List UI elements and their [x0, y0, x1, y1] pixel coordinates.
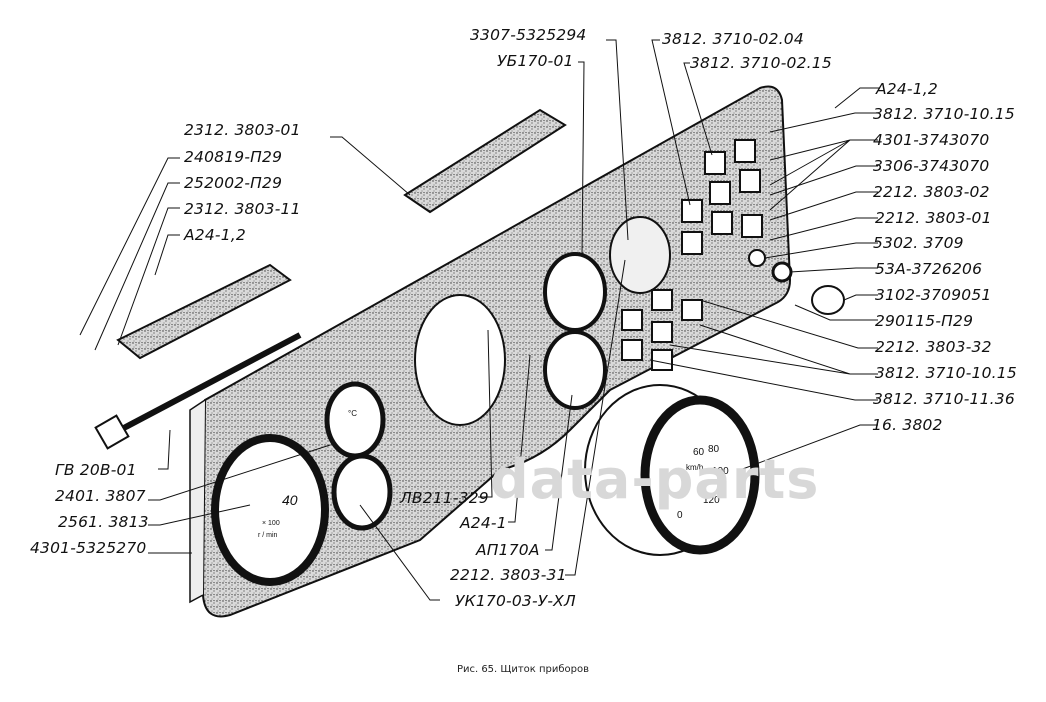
label-3812-3710-11-36: 3812. 3710-11.36 [873, 390, 1015, 408]
label-2212-3803-32: 2212. 3803-32 [875, 338, 992, 356]
switch-grid-top [681, 139, 763, 255]
label-3812-3710-02-15: 3812. 3710-02.15 [690, 54, 832, 72]
speedometer-unit: km/h [686, 463, 703, 472]
label-53a-3726206: 53А-3726206 [875, 260, 983, 278]
label-5302-3709: 5302. 3709 [873, 234, 964, 252]
label-gv-20v-01: ГВ 20В-01 [55, 461, 137, 479]
label-2312-3803-01: 2312. 3803-01 [184, 121, 301, 139]
speedometer-cable [118, 332, 302, 433]
watermark: data-parts [490, 448, 820, 511]
ub170-gauge [543, 252, 607, 332]
label-3812-3710-10-15-top: 3812. 3710-10.15 [873, 105, 1015, 123]
speedometer-bezel [640, 395, 760, 555]
label-240819-p29: 240819-П29 [184, 148, 283, 166]
speedometer-tick-0: 0 [677, 510, 683, 521]
switch-block-2312-01 [403, 108, 567, 214]
tachometer-bezel [211, 434, 329, 586]
temperature-gauge [324, 381, 386, 459]
label-2561-3813: 2561. 3813 [58, 513, 149, 531]
label-ub170-01: УБ170-01 [497, 52, 574, 70]
temperature-unit: °C [348, 409, 357, 418]
label-a24-1-2-right: А24-1,2 [876, 80, 938, 98]
label-4301-3743070: 4301-3743070 [873, 131, 990, 149]
speedometer-tick-120: 120 [703, 495, 720, 506]
label-3306-3743070: 3306-3743070 [873, 157, 990, 175]
socket-53a [771, 261, 793, 283]
tachometer-unit: × 100 [262, 520, 280, 527]
knob-3102 [811, 285, 845, 315]
speedometer-cutout [414, 294, 506, 426]
label-3812-3710-02-04: 3812. 3710-02.04 [662, 30, 804, 48]
leader-lines [79, 39, 880, 601]
switch-block-2312-11 [116, 263, 292, 360]
label-252002-p29: 252002-П29 [184, 174, 283, 192]
label-a24-1: А24-1 [460, 514, 507, 532]
label-2312-3803-11: 2312. 3803-11 [184, 200, 301, 218]
label-3812-3710-10-15-bottom: 3812. 3710-10.15 [875, 364, 1017, 382]
label-uk170-03-u-hl: УК170-03-У-ХЛ [455, 592, 576, 610]
label-ap170a: АП170А [476, 541, 540, 559]
cable-nut [94, 414, 130, 450]
label-4301-5325270: 4301-5325270 [30, 539, 147, 557]
label-16-3802: 16. 3802 [872, 416, 943, 434]
switch-grid-bottom [621, 289, 703, 371]
tachometer-scale: 40 [282, 492, 298, 508]
speedometer-tick-60: 60 [693, 447, 705, 458]
fuel-gauge [331, 453, 393, 531]
label-a24-1-2-left: А24-1,2 [184, 226, 246, 244]
knob-5302 [748, 249, 766, 267]
label-2212-3803-02: 2212. 3803-02 [873, 183, 990, 201]
label-3102-3709051: 3102-3709051 [875, 286, 992, 304]
label-lv211-329: ЛВ211-329 [400, 489, 489, 507]
tachometer-unit2: r / min [258, 532, 278, 539]
label-3307-5325294: 3307-5325294 [470, 26, 587, 44]
ap170-gauge [543, 330, 607, 410]
speedometer-tick-80: 80 [708, 444, 720, 455]
warning-lamp-lens [609, 216, 671, 294]
speedometer-tick-100: 100 [712, 466, 729, 477]
label-2212-3803-31: 2212. 3803-31 [450, 566, 567, 584]
label-290115-p29: 290115-П29 [875, 312, 974, 330]
panel-edge [189, 399, 206, 604]
label-2212-3803-01: 2212. 3803-01 [875, 209, 992, 227]
label-2401-3807: 2401. 3807 [55, 487, 146, 505]
figure-caption: Рис. 65. Щиток приборов [456, 664, 590, 675]
